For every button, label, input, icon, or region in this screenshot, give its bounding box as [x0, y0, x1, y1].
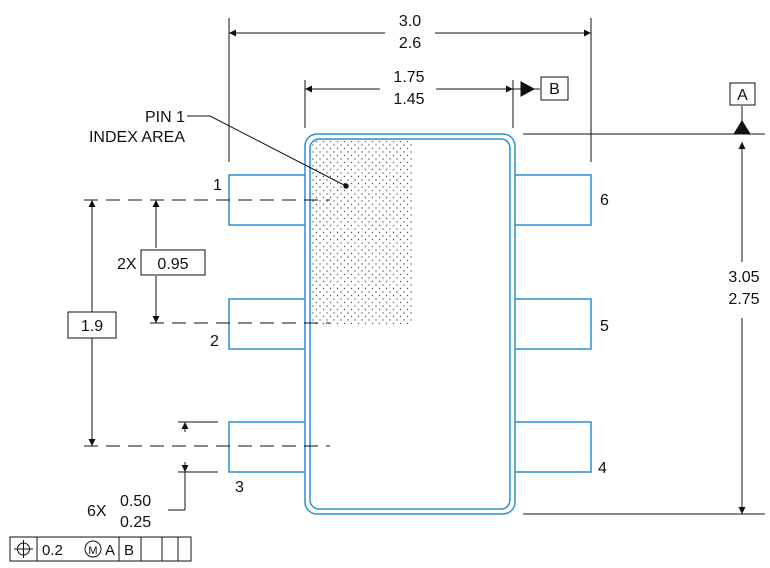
pin-number-6: 6: [600, 192, 609, 209]
lead-3: [228, 421, 308, 473]
pin-number-3: 3: [235, 479, 244, 496]
datum-a-label: A: [737, 87, 748, 104]
mmc-modifier-icon: M: [84, 540, 102, 558]
datum-b-label: B: [549, 81, 560, 98]
pin-number-4: 4: [598, 460, 607, 477]
body-width-max: 1.75: [393, 69, 424, 86]
centerlines: [84, 199, 330, 447]
lead-2: [228, 298, 308, 350]
fcf-tolerance: 0.2: [42, 542, 63, 559]
lead-width-max: 0.50: [120, 493, 151, 510]
pin-span-value: 1.9: [81, 318, 103, 335]
lead-4: [512, 421, 592, 473]
fcf-datum-2: B: [124, 542, 134, 559]
pin-span-box: [67, 311, 117, 339]
pin1-note-line2: INDEX AREA: [89, 129, 185, 146]
lead-width-min: 0.25: [120, 514, 151, 531]
pin-pitch-count: 2X: [117, 256, 137, 273]
fcf-datum-1: A: [105, 542, 115, 559]
pin-number-1: 1: [213, 177, 222, 194]
overall-width-dimension: [228, 18, 592, 162]
pin1-note-line1: PIN 1: [145, 109, 185, 126]
datum-a-box: [729, 82, 756, 106]
body-width-min: 1.45: [393, 91, 424, 108]
pin-pitch-value: 0.95: [157, 256, 188, 273]
pin1-index-area: [312, 141, 412, 326]
pin-number-2: 2: [210, 333, 219, 350]
body-length-max: 3.05: [728, 269, 759, 286]
lead-5: [512, 298, 592, 350]
body-length-dimension: [523, 106, 765, 515]
position-icon: [14, 540, 33, 558]
lead-6: [512, 174, 592, 226]
body-width-dimension: [304, 80, 540, 128]
package-body: [304, 133, 516, 515]
body-length-min: 2.75: [728, 291, 759, 308]
overall-width-min: 2.6: [399, 35, 421, 52]
pin-pitch-box: [140, 249, 206, 276]
datum-b-box: [540, 76, 569, 101]
pin-number-5: 5: [600, 318, 609, 335]
pin1-leader: [187, 115, 349, 189]
overall-width-max: 3.0: [399, 13, 421, 30]
lead-width-dimension: [168, 421, 218, 511]
lead-width-count: 6X: [87, 503, 107, 520]
fcf-modifier-letter: M: [88, 545, 97, 557]
